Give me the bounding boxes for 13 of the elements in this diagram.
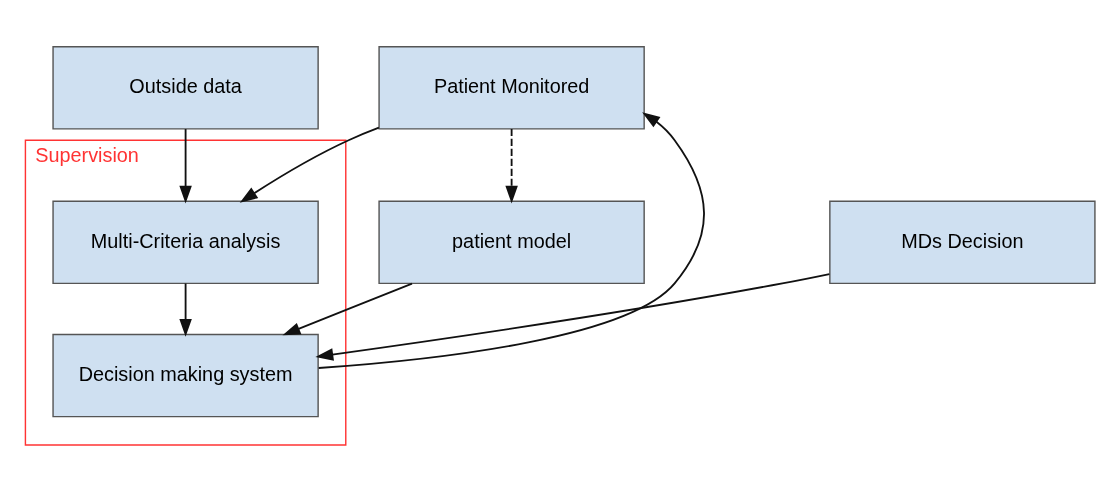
node-box: Patient Monitored (378, 45, 645, 130)
arrow (179, 127, 192, 204)
arrow (317, 111, 705, 369)
arrow (179, 282, 192, 337)
node-box: Multi-Criteria analysis (52, 199, 319, 284)
arrow (505, 127, 518, 204)
arrow (239, 126, 380, 203)
node-box: Decision making system (52, 333, 319, 417)
node-box: MDs Decision (829, 199, 1096, 284)
node-box: Outside data (52, 45, 319, 130)
node-box: patient model (378, 199, 645, 284)
arrow (315, 272, 831, 361)
arrow (282, 282, 413, 335)
